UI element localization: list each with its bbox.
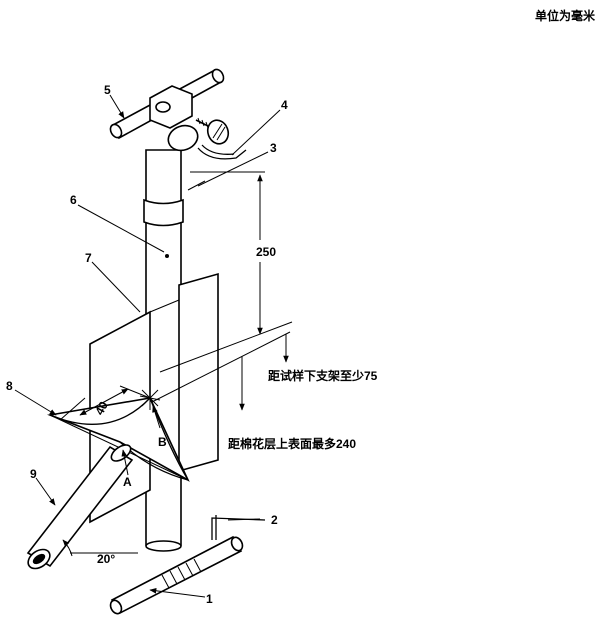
part-leaders <box>14 94 281 598</box>
reference-lines: 距试样下支架至少75 距棉花层上表面最多240 <box>151 331 378 451</box>
part-label-8: 8 <box>6 379 13 393</box>
dimension-40: 40 <box>59 385 151 421</box>
part-numbers: 1 2 3 4 5 6 7 8 9 <box>6 83 288 606</box>
part-label-2: 2 <box>271 513 278 527</box>
note-min-distance: 距试样下支架至少75 <box>268 368 378 383</box>
part-label-6: 6 <box>70 193 77 207</box>
point-b-label: B <box>158 435 167 449</box>
part-label-4: 4 <box>281 98 288 112</box>
point-a-label: A <box>123 475 132 489</box>
dimension-250-label: 250 <box>256 245 276 259</box>
part-label-1: 1 <box>206 592 213 606</box>
burner-tube: 20° <box>26 444 138 570</box>
part-label-9: 9 <box>30 467 37 481</box>
unit-note: 单位为毫米 <box>535 8 596 23</box>
angle-label: 20° <box>97 552 115 566</box>
point-markers: A B <box>121 405 167 489</box>
part-label-7: 7 <box>85 251 92 265</box>
part-label-3: 3 <box>270 141 277 155</box>
bottom-handle <box>109 535 244 615</box>
part-label-5: 5 <box>104 83 111 97</box>
note-max-distance: 距棉花层上表面最多240 <box>228 436 356 451</box>
dimension-40-label: 40 <box>92 399 111 418</box>
top-clamp <box>109 68 247 160</box>
